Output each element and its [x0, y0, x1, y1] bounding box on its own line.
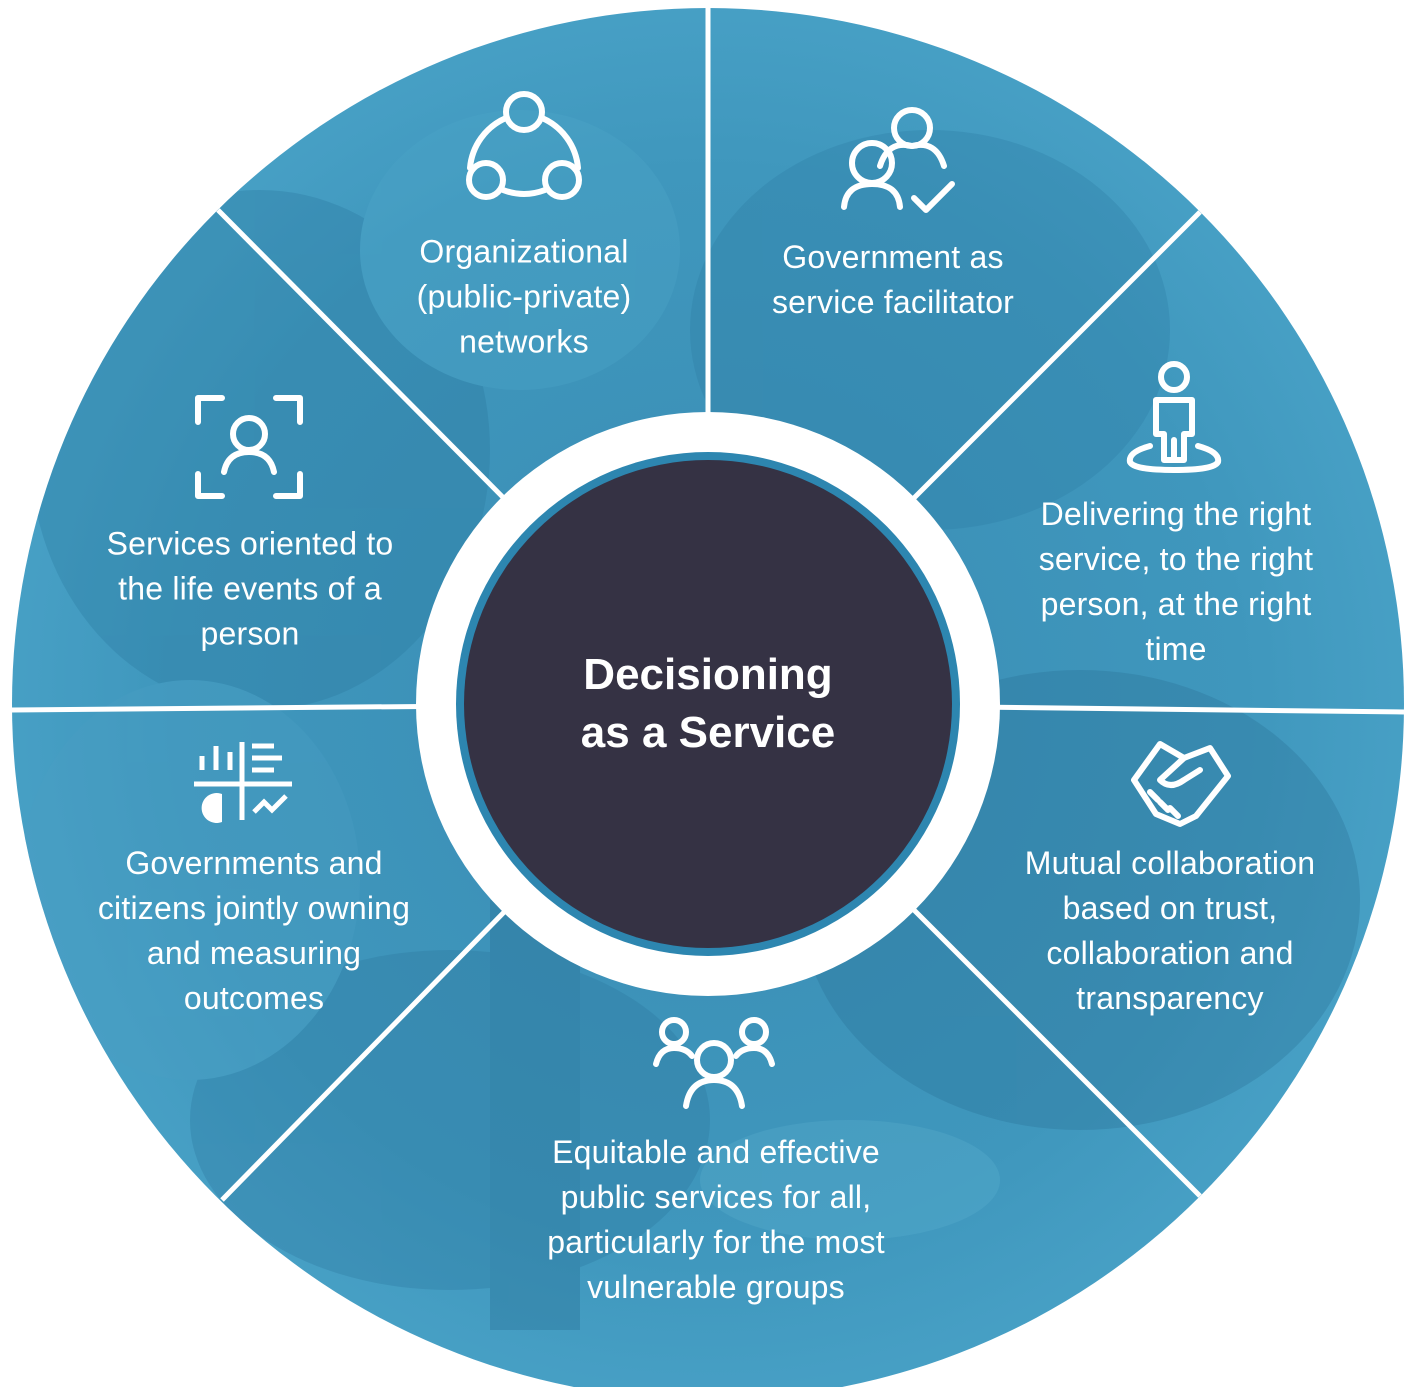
center-circle [464, 460, 952, 948]
segment-label-collaboration: Mutual collaboration based on trust, col… [1024, 845, 1316, 1016]
center-title: Decisioning as a Service [580, 650, 836, 757]
segment-label-outcomes: Governments and citizens jointly owning … [97, 845, 411, 1016]
segment-label-equitable: Equitable and effective public services … [547, 1134, 885, 1305]
person-focus-icon [195, 395, 303, 499]
people-check-icon [841, 107, 955, 213]
network-nodes-icon [466, 91, 582, 200]
segment-label-facilitator: Government as service facilitator [771, 239, 1015, 320]
segment-label-right-service: Delivering the right service, to the rig… [1038, 496, 1314, 667]
segment-label-networks: Organizational (public-private) networks [416, 233, 632, 360]
person-location-icon [1126, 361, 1222, 473]
group-icon [653, 1017, 775, 1109]
handshake-icon [1131, 741, 1231, 827]
segment-label-life-events: Services oriented to the life events of … [106, 525, 394, 652]
dashboard-icon [194, 742, 292, 823]
